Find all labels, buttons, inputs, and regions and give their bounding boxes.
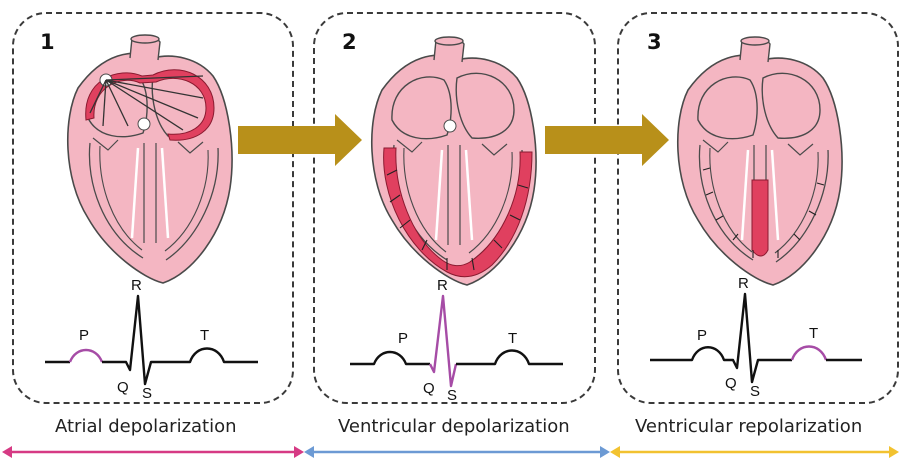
ecg-label-q-2: Q [423,380,435,397]
caption-ventricular-repolarization: Ventricular repolarization [635,416,862,437]
ecg-label-r-1: R [131,277,142,294]
flow-arrow-2-to-3 [545,114,669,166]
ecg-label-p-2: P [398,330,408,347]
ecg-label-q-1: Q [117,379,129,396]
ecg-trace-1 [45,296,258,384]
ecg-label-s-1: S [142,385,152,402]
ecg-label-t-3: T [809,325,818,342]
ecg-label-r-2: R [437,277,448,294]
ecg-label-q-3: Q [725,375,737,392]
heart-illustration-1 [68,35,232,283]
flow-arrow-1-to-2 [238,114,362,166]
ecg-label-r-3: R [738,275,749,292]
ecg-label-p-3: P [697,327,707,344]
heart-illustration-2 [372,37,536,285]
ecg-label-s-2: S [447,387,457,404]
caption-atrial-depolarization: Atrial depolarization [55,416,237,437]
ecg-label-t-2: T [508,330,517,347]
ecg-label-s-3: S [750,383,760,400]
range-arrow-3 [610,446,899,458]
caption-ventricular-depolarization: Ventricular depolarization [338,416,570,437]
ecg-trace-3 [650,294,862,382]
ecg-trace-2 [350,296,563,386]
ecg-label-p-1: P [79,327,89,344]
range-arrow-1 [2,446,304,458]
heart-illustration-3 [678,37,842,285]
ecg-label-t-1: T [200,327,209,344]
range-arrow-2 [304,446,610,458]
